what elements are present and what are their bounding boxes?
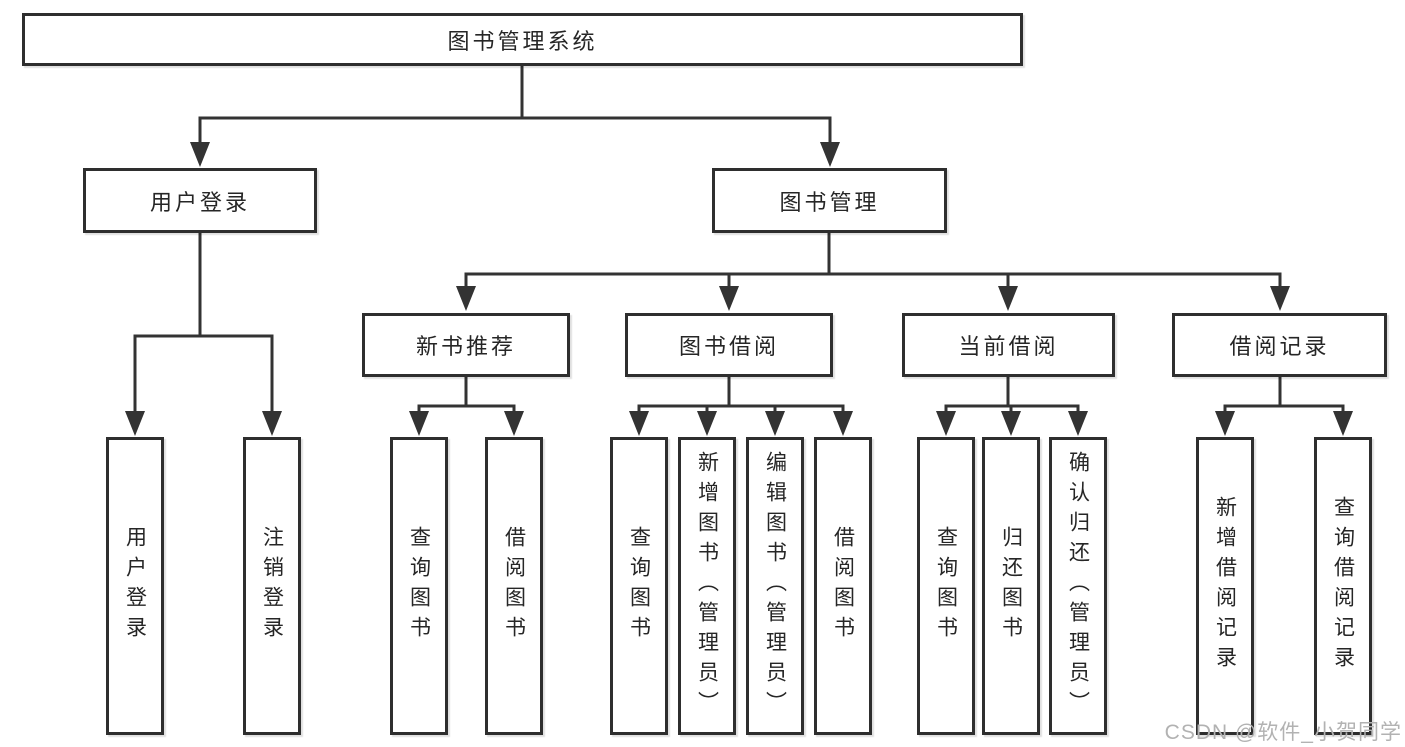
leaf-confirm-return-admin-label: 确认归还（管理员）: [1066, 451, 1090, 721]
leaf-return-book-label: 归还图书: [999, 526, 1023, 646]
node-borrow-record-label: 借阅记录: [1229, 334, 1330, 359]
node-new-book-recommend: 新书推荐: [362, 313, 570, 377]
leaf-recommend-query-book-label: 查询图书: [407, 526, 431, 646]
leaf-current-query-book: 查询图书: [917, 437, 975, 735]
leaf-borrow-borrow-book: 借阅图书: [814, 437, 872, 735]
leaf-logout: 注销登录: [243, 437, 301, 735]
node-book-borrow-label: 图书借阅: [678, 334, 779, 359]
leaf-add-book-admin-label: 新增图书（管理员）: [695, 451, 719, 721]
node-current-borrow-label: 当前借阅: [958, 334, 1059, 359]
leaf-user-login-label: 用户登录: [123, 526, 147, 646]
leaf-return-book: 归还图书: [982, 437, 1040, 735]
leaf-confirm-return-admin: 确认归还（管理员）: [1049, 437, 1107, 735]
node-book-management: 图书管理: [712, 168, 947, 233]
node-user-login-label: 用户登录: [149, 189, 250, 215]
leaf-borrow-query-book: 查询图书: [610, 437, 668, 735]
watermark: CSDN @软件_小贺同学: [1164, 721, 1402, 744]
leaf-logout-label: 注销登录: [260, 526, 284, 646]
node-book-management-label: 图书管理: [779, 189, 880, 215]
node-current-borrow: 当前借阅: [902, 313, 1115, 377]
leaf-user-login: 用户登录: [106, 437, 164, 735]
leaf-query-borrow-record: 查询借阅记录: [1314, 437, 1372, 735]
node-book-borrow: 图书借阅: [625, 313, 833, 377]
leaf-borrow-query-book-label: 查询图书: [627, 526, 651, 646]
leaf-add-borrow-record-label: 新增借阅记录: [1213, 496, 1237, 676]
leaf-borrow-borrow-book-label: 借阅图书: [831, 526, 855, 646]
leaf-recommend-query-book: 查询图书: [390, 437, 448, 735]
leaf-recommend-borrow-book: 借阅图书: [485, 437, 543, 735]
node-borrow-record: 借阅记录: [1172, 313, 1387, 377]
leaf-recommend-borrow-book-label: 借阅图书: [502, 526, 526, 646]
node-user-login: 用户登录: [83, 168, 317, 233]
leaf-edit-book-admin: 编辑图书（管理员）: [746, 437, 804, 735]
leaf-query-borrow-record-label: 查询借阅记录: [1331, 496, 1355, 676]
node-root: 图书管理系统: [22, 13, 1023, 66]
leaf-edit-book-admin-label: 编辑图书（管理员）: [763, 451, 787, 721]
node-new-book-recommend-label: 新书推荐: [415, 334, 516, 359]
leaf-add-borrow-record: 新增借阅记录: [1196, 437, 1254, 735]
leaf-add-book-admin: 新增图书（管理员）: [678, 437, 736, 735]
leaf-current-query-book-label: 查询图书: [934, 526, 958, 646]
node-root-label: 图书管理系统: [447, 28, 598, 54]
